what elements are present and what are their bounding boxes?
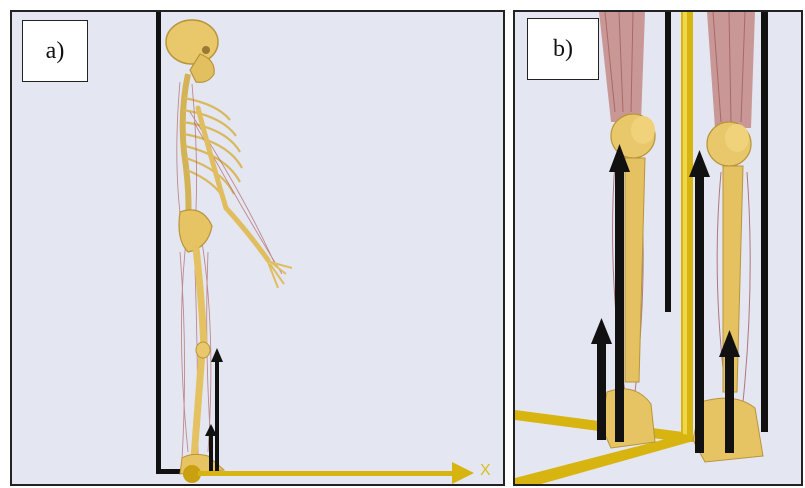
knee (196, 342, 210, 358)
skeleton-side-view: X (12, 12, 505, 486)
panel-a: X a) (10, 10, 505, 486)
support-post (156, 12, 161, 474)
panel-a-label: a) (22, 20, 88, 82)
left-foot (601, 389, 655, 448)
left-tibia (625, 158, 645, 382)
back-post-left (665, 12, 671, 312)
spine (183, 74, 189, 222)
panel-b-label: b) (527, 18, 599, 80)
right-knee (707, 122, 751, 166)
floor-bar-front (515, 434, 697, 486)
panel-b: b) (513, 10, 803, 486)
x-axis (198, 471, 453, 476)
rib-cage (183, 98, 242, 202)
skull (166, 20, 218, 82)
hand (268, 260, 292, 288)
x-axis-label: X (480, 462, 491, 479)
lower-legs-view (515, 12, 803, 486)
back-post-right (761, 12, 768, 432)
x-axis-arrowhead (452, 462, 474, 484)
